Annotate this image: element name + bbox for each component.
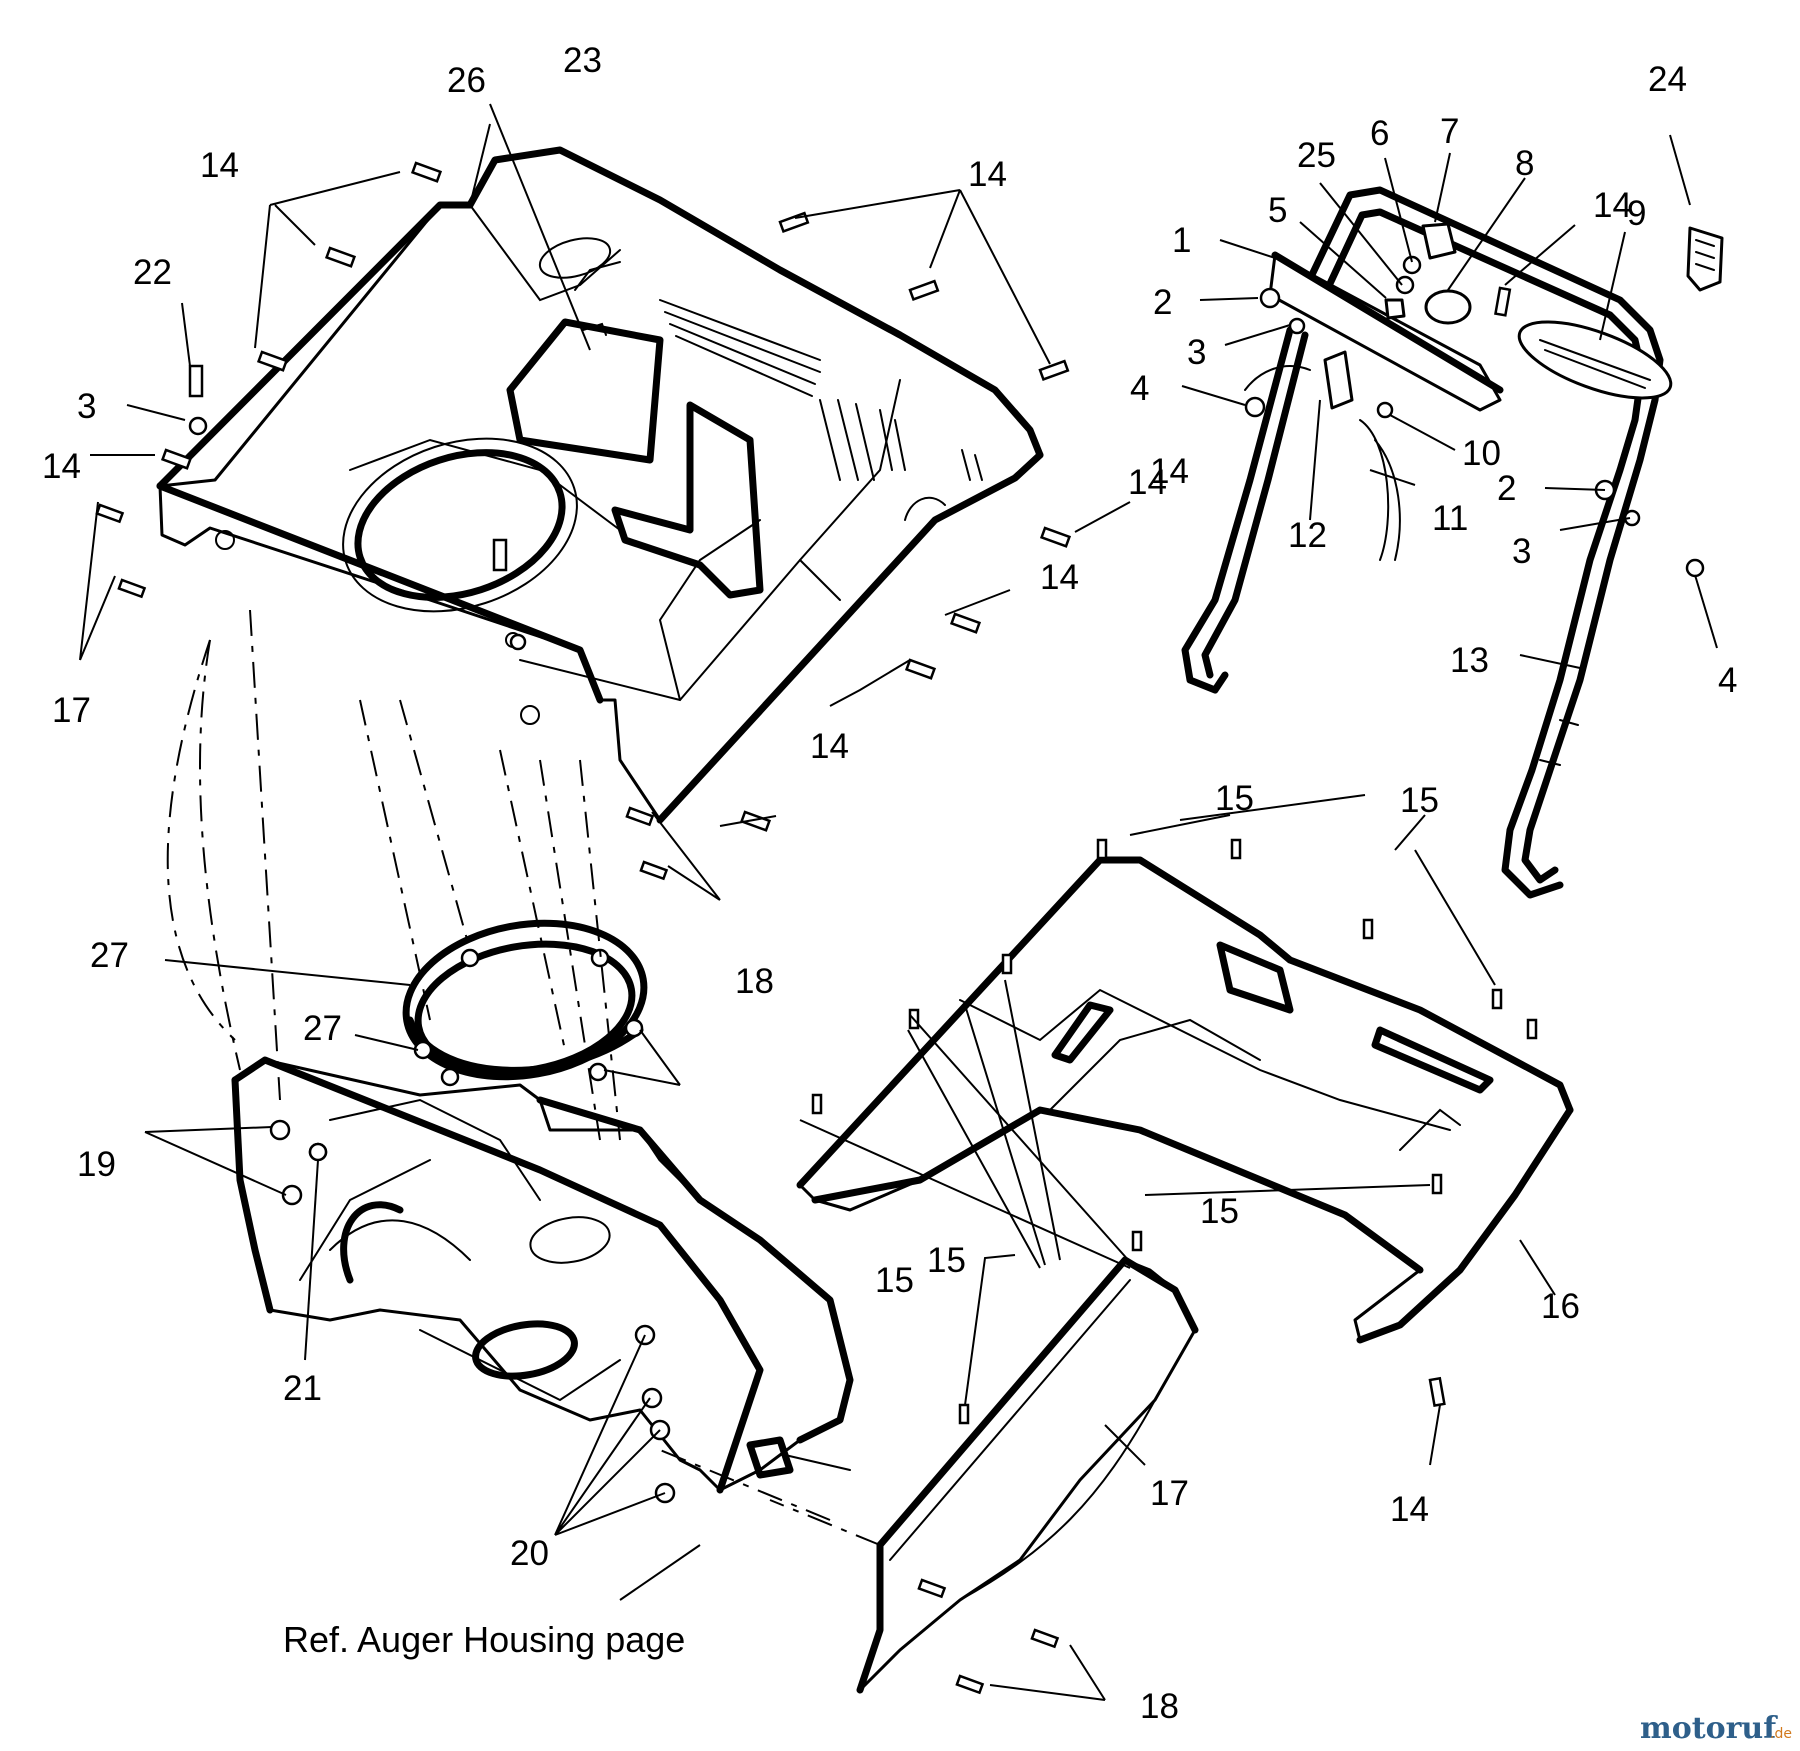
callout-26: 27	[90, 936, 129, 975]
callout-4: 4	[1718, 661, 1737, 700]
callout-3: 3	[77, 387, 96, 426]
watermark-brand: motoruf	[1640, 1711, 1778, 1746]
callout-15: 15	[875, 1261, 914, 1300]
callout-16: 16	[1541, 1287, 1580, 1326]
callout-18: 18	[735, 962, 774, 1001]
callout-14: 14	[1150, 452, 1189, 491]
lower-deflector-part-17	[856, 1256, 1199, 1694]
callout-15: 15	[927, 1241, 966, 1280]
callout-15: 15	[1200, 1192, 1239, 1231]
callout-14: 14	[810, 727, 849, 766]
lower-shroud-part-16	[796, 856, 1574, 1344]
callout-3: 3	[1187, 333, 1206, 372]
callout-15: 15	[1400, 781, 1439, 820]
callout-2: 2	[1497, 469, 1516, 508]
callout-14: 14	[1390, 1490, 1429, 1529]
callout-22: 23	[563, 41, 602, 80]
callout-10: 10	[1462, 434, 1501, 473]
handle-assembly	[1181, 186, 1724, 899]
callout-18: 18	[1140, 1687, 1179, 1726]
callout-6: 6	[1370, 114, 1389, 153]
callout-7: 7	[1440, 112, 1459, 151]
callout-20: 21	[283, 1369, 322, 1408]
callout-2: 2	[1153, 283, 1172, 322]
watermark-tld: .de	[1770, 1726, 1792, 1742]
callout-15: 15	[1215, 779, 1254, 818]
auger-housing	[231, 1056, 854, 1504]
callout-14: 14	[42, 447, 81, 486]
callout-17: 17	[1150, 1474, 1189, 1513]
assembly-lines	[166, 609, 881, 1546]
callout-21: 22	[133, 253, 172, 292]
callout-18: 17	[52, 691, 91, 730]
callout-23: 24	[1648, 60, 1687, 99]
reference-note: Ref. Auger Housing page	[283, 1619, 685, 1660]
callout-8: 8	[1515, 144, 1534, 183]
callout-14: 14	[1040, 558, 1079, 597]
callout-4: 4	[1130, 369, 1149, 408]
callout-24: 25	[1297, 136, 1336, 175]
callout-11: 11	[1432, 499, 1468, 538]
callout-3: 3	[1512, 532, 1531, 571]
callout-5: 5	[1268, 191, 1287, 230]
callout-13: 13	[1450, 641, 1489, 680]
callout-14: 14	[968, 155, 1007, 194]
callout-1: 1	[1172, 221, 1191, 260]
callout-14: 14	[1593, 186, 1632, 225]
upper-housing-part-22	[156, 146, 1044, 824]
callout-19: 20	[510, 1534, 549, 1573]
chute-ring-part-26	[402, 919, 648, 1081]
callout-14: 14	[200, 146, 239, 185]
callout-25: 26	[447, 61, 486, 100]
fastener-hardware	[95, 161, 1538, 1695]
watermark-logo: motoruf .de	[1640, 1711, 1792, 1746]
callout-9: 9	[1627, 194, 1646, 233]
callout-labels: 23 26 14 14 22 3 14 17 14 14 14 18 27 27…	[42, 41, 1737, 1726]
callout-19: 19	[77, 1145, 116, 1184]
callout-27: 27	[303, 1009, 342, 1048]
callout-12: 12	[1288, 516, 1327, 555]
leader-lines	[79, 103, 1718, 1701]
callout-14: 14	[1128, 463, 1167, 502]
